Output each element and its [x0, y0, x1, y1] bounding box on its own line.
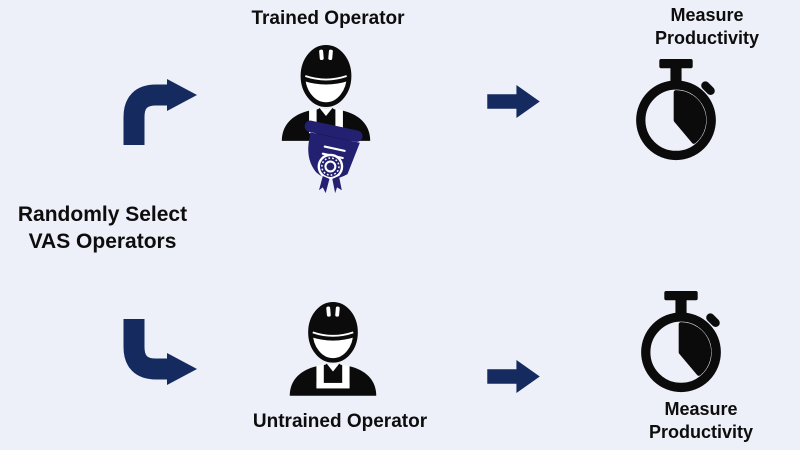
measure-productivity-bottom-label: Measure Productivity: [615, 398, 787, 444]
right-arrow-bottom-icon: [487, 359, 540, 394]
measure-bottom-line1: Measure: [664, 399, 738, 419]
certificate-icon: [304, 120, 363, 194]
root-label-line1: Randomly Select: [17, 203, 188, 226]
measure-top-line1: Measure: [670, 5, 744, 25]
stopwatch-top-icon: [636, 59, 716, 161]
stopwatch-bottom-icon: [641, 291, 721, 393]
untrained-operator-label: Untrained Operator: [252, 411, 428, 432]
right-arrow-top-icon: [487, 84, 540, 119]
measure-bottom-line2: Productivity: [648, 422, 754, 442]
root-label: Randomly Select VAS Operators: [5, 201, 200, 255]
bent-arrow-up-right-icon: [123, 79, 197, 145]
untrained-operator-icon: [289, 301, 377, 396]
trained-operator-label: Trained Operator: [251, 8, 405, 29]
measure-productivity-top-label: Measure Productivity: [622, 4, 792, 50]
root-label-line2: VAS Operators: [28, 230, 177, 253]
measure-top-line2: Productivity: [654, 28, 760, 48]
bent-arrow-down-right-icon: [123, 319, 197, 385]
